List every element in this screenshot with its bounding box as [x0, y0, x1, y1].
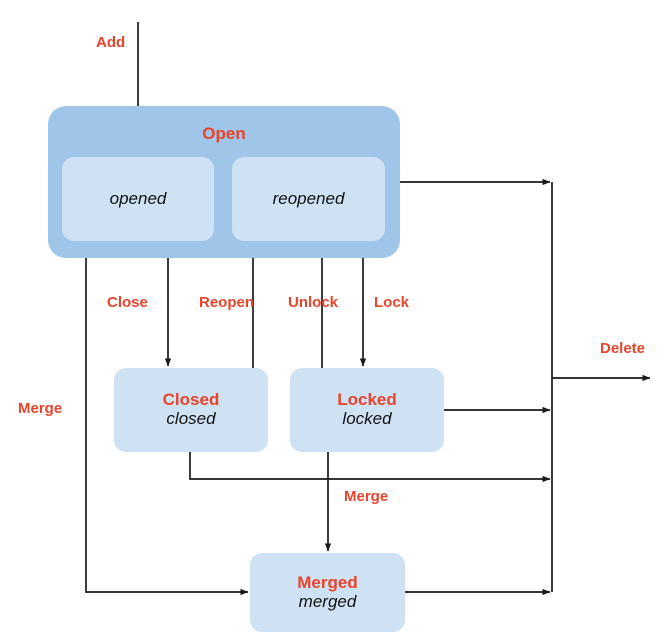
composite-state-open-label: Open [202, 124, 246, 143]
state-closed-name: Closed [162, 390, 220, 410]
state-locked[interactable]: Locked locked [290, 368, 444, 452]
edge-merge-open [85, 258, 249, 596]
state-merged-code: merged [298, 591, 357, 611]
edge-closed-to-delete-bus [189, 452, 551, 483]
edge-label-add: Add [96, 34, 126, 51]
state-locked-name: Locked [337, 390, 397, 410]
edge-label-delete: Delete [600, 340, 646, 357]
state-locked-code: locked [342, 409, 392, 429]
edge-label-merge-open: Merge [18, 400, 63, 417]
state-reopened-code: reopened [272, 188, 345, 208]
state-merged[interactable]: Merged merged [250, 553, 405, 632]
edge-label-reopen: Reopen [199, 294, 255, 311]
state-closed-code: closed [166, 409, 216, 429]
state-merged-name: Merged [297, 572, 358, 592]
state-reopened[interactable]: reopened [232, 157, 385, 241]
edge-label-merge-locked: Merge [344, 488, 389, 505]
edge-label-close: Close [107, 294, 148, 311]
state-closed[interactable]: Closed closed [114, 368, 268, 452]
state-opened[interactable]: opened [62, 157, 214, 241]
edge-label-lock: Lock [374, 294, 410, 311]
state-opened-code: opened [109, 188, 167, 208]
edge-label-unlock: Unlock [288, 294, 339, 311]
